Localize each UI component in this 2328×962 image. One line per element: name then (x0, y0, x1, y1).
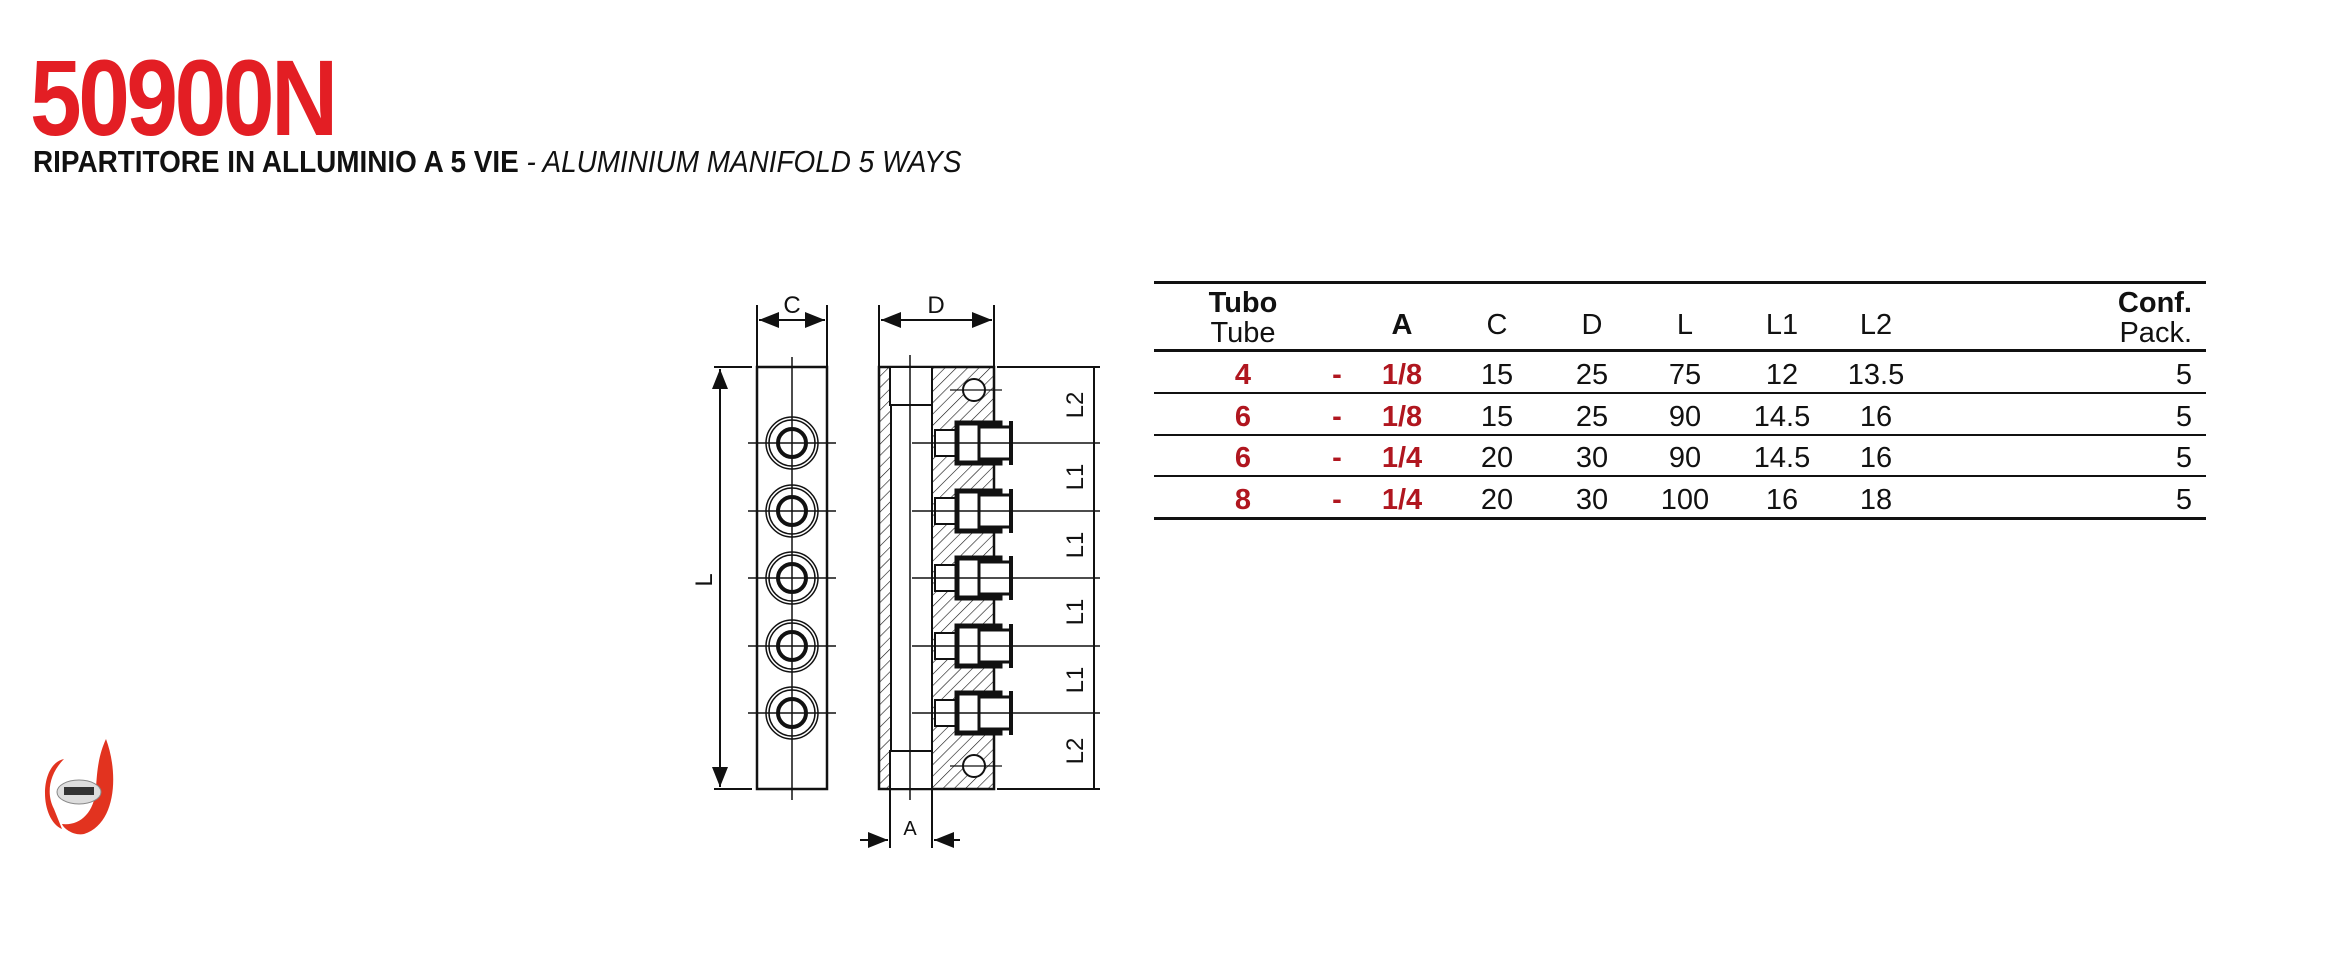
cell-l1: 12 (1765, 359, 1799, 391)
front-port-icon (748, 619, 836, 673)
cell-l1: 16 (1765, 484, 1799, 517)
specification-table: Tubo Tube A C D L L1 L2 Conf. Pack. 4 - 1/… (1154, 281, 2206, 521)
dim-label-l1: L1 (1062, 532, 1089, 559)
cell-pack: 5 (2175, 359, 2192, 391)
subtitle-english: ALUMINIUM MANIFOLD 5 WAYS (542, 144, 962, 179)
push-in-fitting-icon (912, 690, 1100, 736)
header-d: D (1581, 309, 1603, 341)
cell-c: 20 (1480, 484, 1514, 517)
header-pack-it: Conf. (2117, 287, 2192, 319)
header-tube-it: Tubo (1208, 287, 1278, 319)
cell-a: 1/8 (1381, 359, 1423, 391)
cell-c: 15 (1480, 400, 1514, 433)
dim-label-l1: L1 (1062, 599, 1089, 626)
header-tube-en: Tube (1210, 317, 1276, 349)
cell-tube: 4 (1234, 359, 1252, 391)
push-in-fitting-icon (912, 420, 1100, 466)
cell-d: 25 (1575, 400, 1609, 433)
header-l: L (1676, 309, 1694, 341)
push-in-fitting-icon (912, 623, 1100, 669)
cell-pack: 5 (2175, 484, 2192, 517)
header-pack-en: Pack. (2119, 317, 2192, 349)
dim-label-l1: L1 (1062, 667, 1089, 694)
front-port-icon (748, 686, 836, 740)
front-port-icon (748, 551, 836, 605)
cell-a: 1/8 (1381, 400, 1423, 433)
dim-label-l1: L1 (1062, 464, 1089, 491)
row-rule (1154, 475, 2206, 478)
cell-pack: 5 (2175, 442, 2192, 475)
subtitle-italian: RIPARTITORE IN ALLUMINIO A 5 VIE (33, 144, 519, 179)
cell-l: 100 (1660, 484, 1710, 517)
technical-drawing: C D A L L2 L1 L1 L1 L1 L2 (691, 292, 1100, 848)
dim-label-l2-bottom: L2 (1062, 738, 1089, 765)
dim-label-c: C (783, 292, 800, 319)
cell-l: 90 (1668, 400, 1702, 433)
dim-label-l2-top: L2 (1062, 392, 1089, 419)
subtitle-separator: - (518, 144, 543, 179)
cell-l1: 14.5 (1753, 442, 1811, 475)
cell-l: 90 (1668, 442, 1702, 475)
header-a: A (1391, 309, 1413, 341)
header-rule (1154, 349, 2206, 352)
dim-label-d: D (927, 292, 944, 319)
cell-tube: 8 (1234, 484, 1252, 517)
product-subtitle: RIPARTITORE IN ALLUMINIO A 5 VIE - ALUMI… (33, 144, 962, 180)
cell-d: 25 (1575, 359, 1609, 391)
push-in-fitting-icon (912, 488, 1100, 534)
cell-l: 75 (1668, 359, 1702, 391)
push-in-fitting-icon (912, 555, 1100, 601)
cell-dash: - (1332, 484, 1342, 517)
row-rule (1154, 433, 2206, 436)
front-port-icon (748, 484, 836, 538)
cell-l2: 13.5 (1847, 359, 1905, 391)
cell-c: 15 (1480, 359, 1514, 391)
cell-d: 30 (1575, 442, 1609, 475)
brand-logo (44, 739, 114, 835)
cell-a: 1/4 (1381, 442, 1423, 475)
cell-l2: 16 (1859, 400, 1893, 433)
product-code: 50900N (30, 37, 338, 158)
cell-tube: 6 (1234, 442, 1252, 475)
row-rule (1154, 392, 2206, 394)
cell-l2: 18 (1859, 484, 1893, 517)
cell-l2: 16 (1859, 442, 1893, 475)
cell-l1: 14.5 (1753, 400, 1811, 433)
side-section-view (860, 305, 1100, 848)
cell-d: 30 (1575, 484, 1609, 517)
header-l2: L2 (1859, 309, 1893, 341)
dim-label-l: L (691, 573, 718, 586)
header-c: C (1486, 309, 1508, 341)
front-port-icon (748, 416, 836, 470)
table-top-rule (1154, 281, 2206, 284)
cell-pack: 5 (2175, 400, 2192, 433)
cell-tube: 6 (1234, 400, 1252, 433)
cell-a: 1/4 (1381, 484, 1423, 517)
dim-label-a: A (903, 818, 917, 840)
cell-dash: - (1332, 442, 1342, 475)
front-view (712, 305, 836, 800)
cell-dash: - (1332, 400, 1342, 433)
row-rule (1154, 517, 2206, 521)
cell-c: 20 (1480, 442, 1514, 475)
cell-dash: - (1332, 359, 1342, 391)
header-l1: L1 (1765, 309, 1799, 341)
